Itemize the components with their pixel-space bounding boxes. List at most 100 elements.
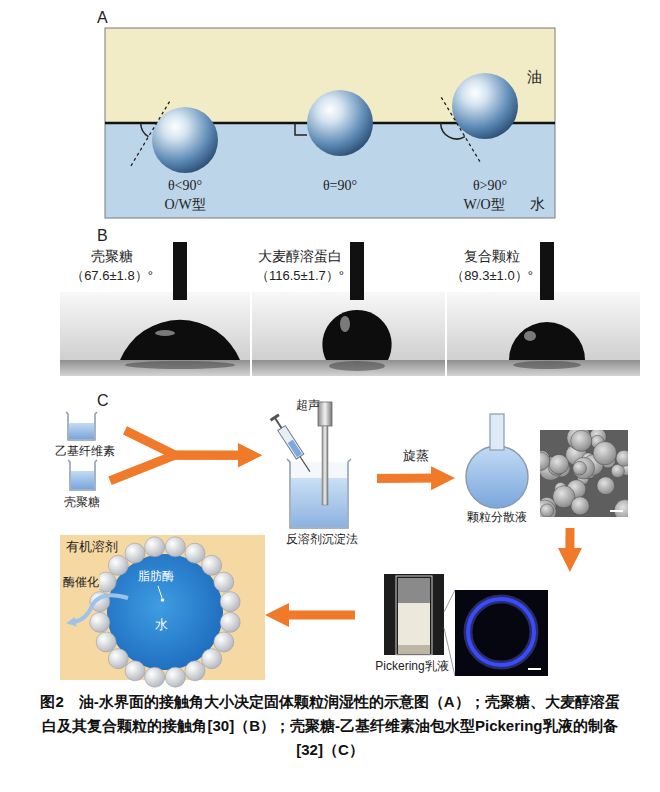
water-drop — [509, 322, 585, 360]
pickering-particle — [220, 592, 240, 612]
process-arrow — [110, 455, 248, 481]
particle-dispersion-step: 颗粒分散液 — [455, 410, 633, 528]
ultrasonic-probe — [318, 402, 332, 426]
tangent-line — [441, 97, 480, 161]
zoom-line — [444, 590, 455, 612]
beaker — [68, 460, 97, 490]
pickering-particle — [108, 555, 128, 575]
oil-phase-band: 油 — [105, 28, 555, 123]
sem-particles — [540, 430, 628, 517]
text-holder: 有机溶剂 — [66, 539, 118, 555]
syringe — [270, 414, 314, 475]
drop-reflection — [513, 361, 581, 369]
drop-highlight — [524, 331, 536, 341]
pickering-particle — [145, 537, 165, 557]
emulsion-layer — [398, 603, 430, 645]
solution-name: 乙基纤维素 — [55, 444, 115, 458]
pickering-particle — [165, 667, 185, 687]
vial-bottom — [398, 645, 430, 654]
pickering-particle — [96, 632, 116, 652]
syringe-needle — [300, 457, 310, 472]
particle-sphere — [152, 107, 218, 173]
text-holder: B — [97, 226, 108, 245]
particle-sphere — [307, 90, 373, 156]
sample-stage — [447, 360, 640, 376]
text-holder: W/O型 — [463, 197, 504, 214]
sem-particle — [540, 504, 553, 517]
water-drop — [120, 320, 240, 360]
beaker-liquid — [71, 471, 94, 489]
pickering-particle — [125, 661, 145, 681]
flask-neck — [490, 414, 504, 450]
contact-angle-photo: 大麦醇溶蛋白（116.5±1.7）° — [252, 238, 445, 376]
droplet-glow — [468, 599, 534, 665]
phase-label: 油 — [527, 68, 542, 86]
enzyme-label: 脂肪酶 — [138, 569, 174, 583]
pickering-particle — [185, 661, 205, 681]
text-holder: （67.6±1.8）° — [71, 268, 153, 284]
drop-highlight — [340, 316, 350, 332]
dispensing-needle — [173, 242, 187, 300]
text-holder: 复合颗粒 — [464, 248, 520, 265]
text-holder: θ<90° — [168, 178, 202, 195]
sem-particle — [616, 450, 628, 466]
water-drop — [322, 310, 391, 360]
antisolvent-precipitation-step: 超声反溶剂沉淀法 — [262, 396, 377, 549]
text-holder: O/W型 — [164, 197, 205, 214]
panel-letter: A — [97, 8, 108, 27]
pickering-particle — [202, 555, 222, 575]
angle-arc — [441, 123, 465, 139]
contact-angle-photo: 复合颗粒 （89.3±1.0）° — [447, 238, 640, 376]
text-holder: 乙基纤维素 — [55, 444, 115, 458]
dispensing-needle — [540, 242, 554, 300]
water-droplet — [107, 554, 223, 670]
fluorescence-image — [455, 590, 548, 676]
sample-name: 大麦醇溶蛋白 — [258, 248, 342, 265]
sem-particle — [593, 442, 616, 465]
sem-particle — [571, 430, 592, 451]
droplet-shell — [468, 599, 534, 665]
pickering-emulsion-step: Pickering乳液 — [355, 572, 577, 678]
photo-background — [60, 292, 250, 376]
scale-bar — [528, 668, 541, 670]
step-name: Pickering乳液 — [375, 659, 448, 673]
solution-beaker: 乙基纤维素 — [45, 410, 125, 461]
panel-letter: B — [97, 226, 108, 245]
beaker-glass — [290, 462, 348, 528]
text-holder: 颗粒分散液 — [467, 510, 527, 524]
text-holder: 油 — [527, 68, 542, 86]
process-arrow — [279, 611, 355, 620]
sample-stage — [252, 360, 445, 376]
vial-photo — [384, 574, 444, 655]
pickering-particle — [214, 572, 234, 592]
organic-solvent-region — [60, 535, 265, 680]
contact-angle-condition: θ=90° — [323, 178, 357, 195]
figure-caption: 图2 油-水界面的接触角大小决定固体颗粒润湿性的示意图（A）；壳聚糖、大麦醇溶蛋… — [40, 690, 620, 762]
beaker — [66, 412, 97, 440]
text-holder: 反溶剂沉淀法 — [286, 532, 358, 546]
text-holder: 壳聚糖 — [91, 248, 133, 265]
panel-letter: C — [97, 391, 109, 410]
phase-label: 有机溶剂 — [66, 539, 118, 555]
emulsion-type: W/O型 — [463, 197, 504, 214]
pickering-particle — [202, 649, 222, 669]
sem-particle — [614, 500, 628, 517]
text-holder: （89.3±1.0）° — [451, 268, 533, 284]
sem-particle — [597, 477, 615, 495]
contact-angle-value: （89.3±1.0）° — [451, 268, 533, 284]
text-holder: 脂肪酶 — [138, 569, 174, 583]
sem-particle — [549, 454, 569, 474]
phase-label: 水 — [530, 195, 545, 213]
sem-particle — [571, 497, 589, 515]
sample-name: 壳聚糖 — [91, 248, 133, 265]
emulsion-type: O/W型 — [164, 197, 205, 214]
tangent-line — [131, 102, 170, 166]
syringe-barrel — [278, 426, 304, 459]
text-holder: θ=90° — [323, 178, 357, 195]
dispensing-needle — [350, 242, 364, 300]
sem-particle — [573, 457, 595, 479]
edge-label: 旋蒸 — [402, 448, 430, 464]
beaker-liquid — [291, 478, 347, 527]
drop-reflection — [329, 361, 385, 371]
